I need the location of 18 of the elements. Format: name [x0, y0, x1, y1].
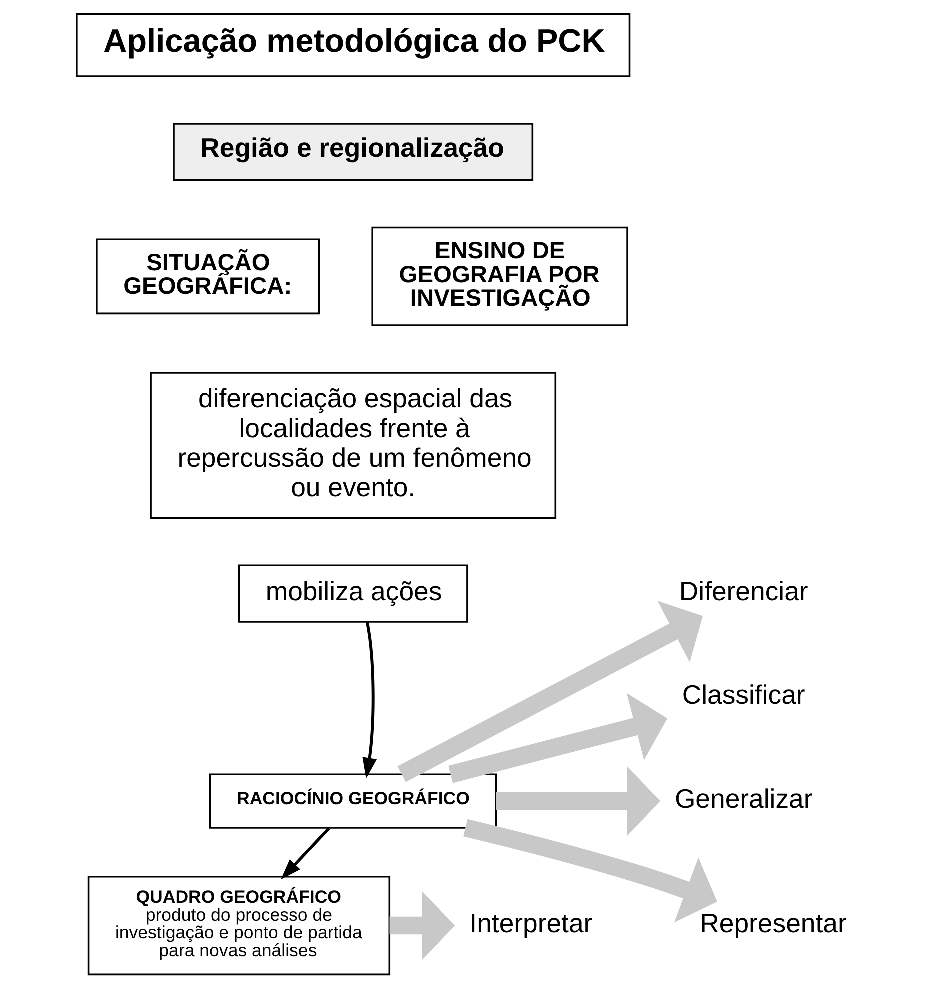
arrow — [390, 891, 456, 960]
node-box: SITUAÇÃO GEOGRÁFICA: — [96, 238, 320, 315]
arrow — [464, 819, 718, 923]
node-text: Generalizar — [674, 784, 813, 814]
node-text: Interpretar — [470, 908, 593, 938]
arrow — [281, 828, 330, 880]
node-text: Diferenciar — [679, 576, 808, 606]
node-box: Aplicação metodológica do PCK — [76, 13, 631, 78]
node-text: Classificar — [682, 680, 806, 710]
node-box: RACIOCÍNIO GEOGRÁFICO — [209, 774, 498, 829]
node-box: Região e regionalização — [173, 123, 534, 182]
node-box: QUADRO GEOGRÁFICO produto do processo de investigação e ponto de partida para novas análises — [88, 876, 391, 976]
node-box: diferenciação espacial das localidades frente à repercussão de um fenômeno ou evento. — [150, 372, 557, 520]
arrow — [398, 600, 704, 782]
node-box: ENSINO DE GEOGRAFIA POR INVESTIGAÇÃO — [372, 226, 628, 326]
arrow — [362, 622, 378, 779]
node-text: Representar — [700, 908, 847, 938]
node-box: mobiliza ações — [238, 564, 468, 623]
